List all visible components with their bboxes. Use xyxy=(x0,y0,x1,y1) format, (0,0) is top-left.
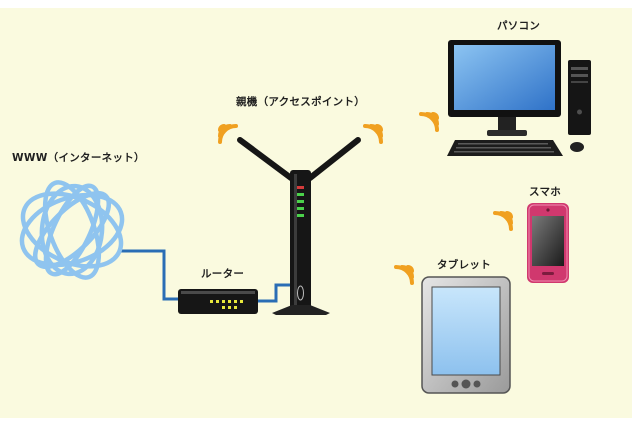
cable-internet-router xyxy=(118,249,178,301)
wifi-signal-icon xyxy=(493,211,513,231)
cable-router-access-point xyxy=(258,283,300,303)
wifi-signal-icon xyxy=(394,265,414,285)
tablet-icon xyxy=(421,276,511,394)
wifi-signal-icon xyxy=(419,112,439,132)
label-smartphone: スマホ xyxy=(529,186,562,198)
globe-icon xyxy=(19,180,125,280)
label-access-point: 親機（アクセスポイント） xyxy=(236,96,366,108)
desktop-pc-icon xyxy=(447,40,591,156)
wifi-signal-icon xyxy=(363,124,383,144)
label-tablet: タブレット xyxy=(437,259,491,271)
label-internet: WWW（インターネット） xyxy=(12,152,145,164)
label-pc: パソコン xyxy=(497,20,541,32)
access-point-icon xyxy=(237,137,361,315)
router-icon xyxy=(178,289,258,314)
wifi-signal-icon xyxy=(218,124,238,144)
smartphone-icon xyxy=(527,203,569,283)
label-router: ルーター xyxy=(201,268,245,280)
